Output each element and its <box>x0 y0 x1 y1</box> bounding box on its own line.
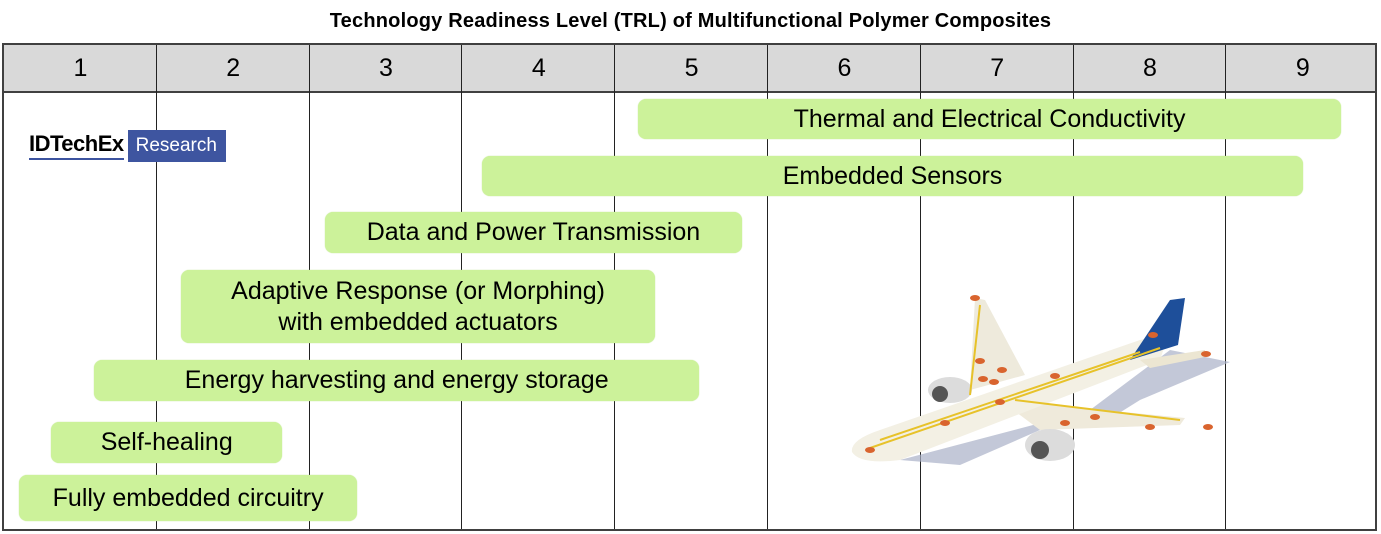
logo-brand: IDTechEx <box>29 130 124 160</box>
trl-header-2: 2 <box>226 54 241 82</box>
plane-engine-near <box>1025 429 1075 461</box>
logo-badge: Research <box>127 130 226 162</box>
trl-bar-adaptive-response-or-morphing: Adaptive Response (or Morphing) with emb… <box>181 270 655 343</box>
trl-bar-thermal-and-electrical-conductivity: Thermal and Electrical Conductivity <box>638 99 1341 139</box>
plane-far-wing <box>970 298 1025 390</box>
trl-table: 1 2 3 4 5 6 7 8 9 Thermal and Electrical Conduct… <box>2 43 1377 531</box>
trl-header-3: 3 <box>379 54 393 82</box>
trl-bar-fully-embedded-circuitry: Fully embedded circuitry <box>19 475 357 521</box>
plane-shadow <box>900 350 1230 465</box>
trl-header-5: 5 <box>684 54 699 82</box>
plane-tail <box>1130 298 1185 360</box>
grid-line-8 <box>1225 45 1227 529</box>
trl-header-6: 6 <box>837 54 852 82</box>
engine-intake-near <box>1031 441 1049 459</box>
idtechex-logo: IDTechEx Research <box>29 130 226 162</box>
trl-header-7: 7 <box>990 54 1005 82</box>
sensor-dots <box>865 295 1213 453</box>
chart-title: Technology Readiness Level (TRL) of Mult… <box>329 10 1052 32</box>
trl-header-1: 1 <box>73 54 88 82</box>
grid-line-7 <box>1072 45 1074 529</box>
plane-stabilizer <box>1140 350 1205 368</box>
trl-bar-data-and-power-transmission: Data and Power Transmission <box>324 212 743 253</box>
trl-bar-embedded-sensors: Embedded Sensors <box>482 156 1303 196</box>
trl-header-8: 8 <box>1143 54 1157 82</box>
grid-line-1 <box>155 45 157 529</box>
trl-header-4: 4 <box>531 54 546 82</box>
grid-line-6 <box>919 45 921 529</box>
trl-header-row: 1 2 3 4 5 6 7 8 9 <box>4 45 1375 93</box>
plane-wiring <box>869 304 1181 449</box>
trl-bar-self-healing: Self-healing <box>51 422 283 463</box>
airplane-illustration <box>851 295 1230 465</box>
trl-bar-energy-harvesting-and-energy-storage: Energy harvesting and energy storage <box>94 360 700 401</box>
grid-line-5 <box>767 45 768 529</box>
engine-intake-far <box>932 386 948 402</box>
trl-header-9: 9 <box>1295 54 1310 82</box>
